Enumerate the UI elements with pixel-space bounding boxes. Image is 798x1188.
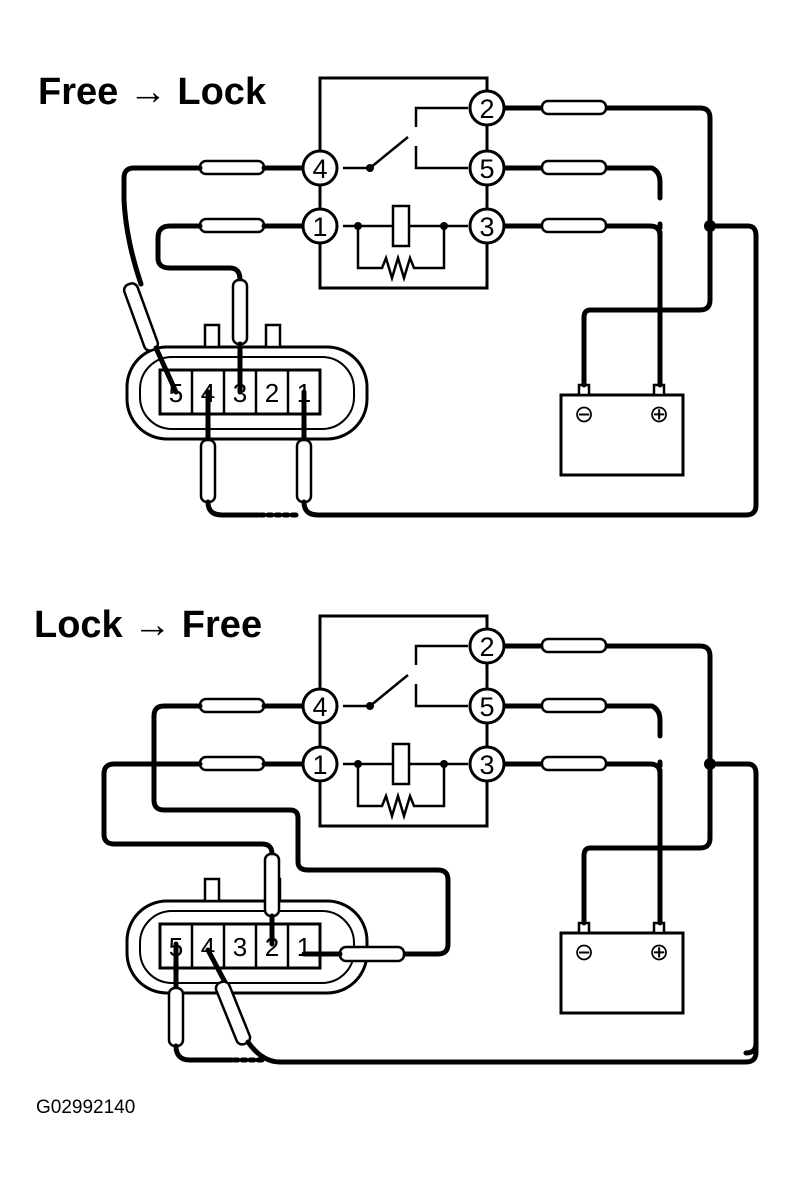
relay-terminal-2: 2 (468, 627, 506, 665)
svg-text:5: 5 (479, 692, 494, 722)
connector-pin-4: 4 (201, 932, 215, 962)
connector-pin-1: 1 (297, 932, 311, 962)
relay-terminal-5: 5 (468, 149, 506, 187)
connector-pin-4: 4 (201, 378, 215, 408)
svg-text:2: 2 (479, 94, 494, 124)
relay-terminal-4: 4 (301, 687, 339, 725)
connector-pin-2: 2 (265, 932, 279, 962)
svg-text:1: 1 (312, 212, 327, 242)
relay-terminal-5: 5 (468, 687, 506, 725)
diagram-title: Lock → Free (34, 604, 262, 646)
battery-positive-icon: ⊕ (649, 938, 669, 966)
relay-terminal-2: 2 (468, 89, 506, 127)
relay-terminal-3: 3 (468, 207, 506, 245)
relay-terminal-4: 4 (301, 149, 339, 187)
relay-terminal-1: 1 (301, 207, 339, 245)
svg-text:5: 5 (479, 154, 494, 184)
relay-and-battery-art (200, 78, 756, 515)
diagram-title: Free → Lock (38, 71, 267, 113)
connector-pin-5: 5 (169, 932, 183, 962)
relay-terminal-1: 1 (301, 745, 339, 783)
connector-pin-3: 3 (233, 932, 247, 962)
connector-pin-1: 1 (297, 378, 311, 408)
battery-positive-icon: ⊕ (649, 400, 669, 428)
battery-negative-icon: ⊖ (574, 400, 594, 428)
figure-code: G02992140 (36, 1097, 135, 1118)
svg-text:3: 3 (479, 212, 494, 242)
diagram-free-to-lock: Free → Lock 4 1 2 5 (38, 71, 756, 518)
connector-pins: 5 4 3 2 1 (169, 932, 311, 962)
diagram-lock-to-free: Lock → Free 4 1 2 (34, 604, 759, 1065)
svg-text:2: 2 (479, 632, 494, 662)
battery-negative-icon: ⊖ (574, 938, 594, 966)
svg-text:1: 1 (312, 750, 327, 780)
connector-pin-5: 5 (169, 378, 183, 408)
svg-text:3: 3 (479, 750, 494, 780)
relay-terminal-3: 3 (468, 745, 506, 783)
connector-pin-3: 3 (233, 378, 247, 408)
svg-text:4: 4 (312, 692, 327, 722)
connector-pin-2: 2 (265, 378, 279, 408)
connector-pins: 5 4 3 2 1 (169, 378, 311, 408)
svg-text:4: 4 (312, 154, 327, 184)
